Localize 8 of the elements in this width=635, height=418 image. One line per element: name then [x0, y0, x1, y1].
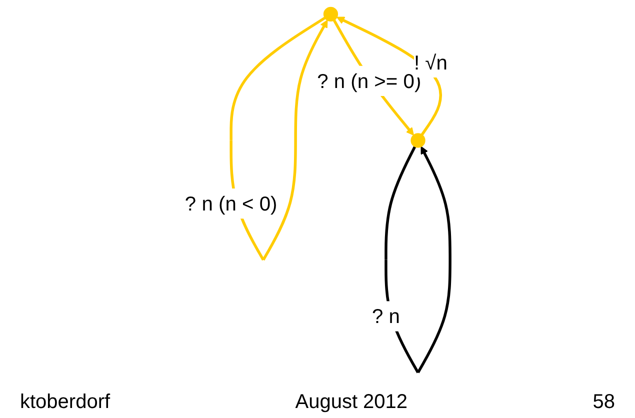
footer-text: August 2012 — [295, 391, 408, 414]
footer-text: 58 — [592, 391, 615, 414]
edge-label: ! √n — [414, 50, 448, 74]
node-circle — [410, 133, 426, 148]
node-circle — [323, 6, 338, 22]
edge-label: ? n — [372, 304, 400, 328]
edge-label: ? n (n < 0) — [184, 192, 278, 216]
footer-text: ktoberdorf — [20, 391, 110, 414]
